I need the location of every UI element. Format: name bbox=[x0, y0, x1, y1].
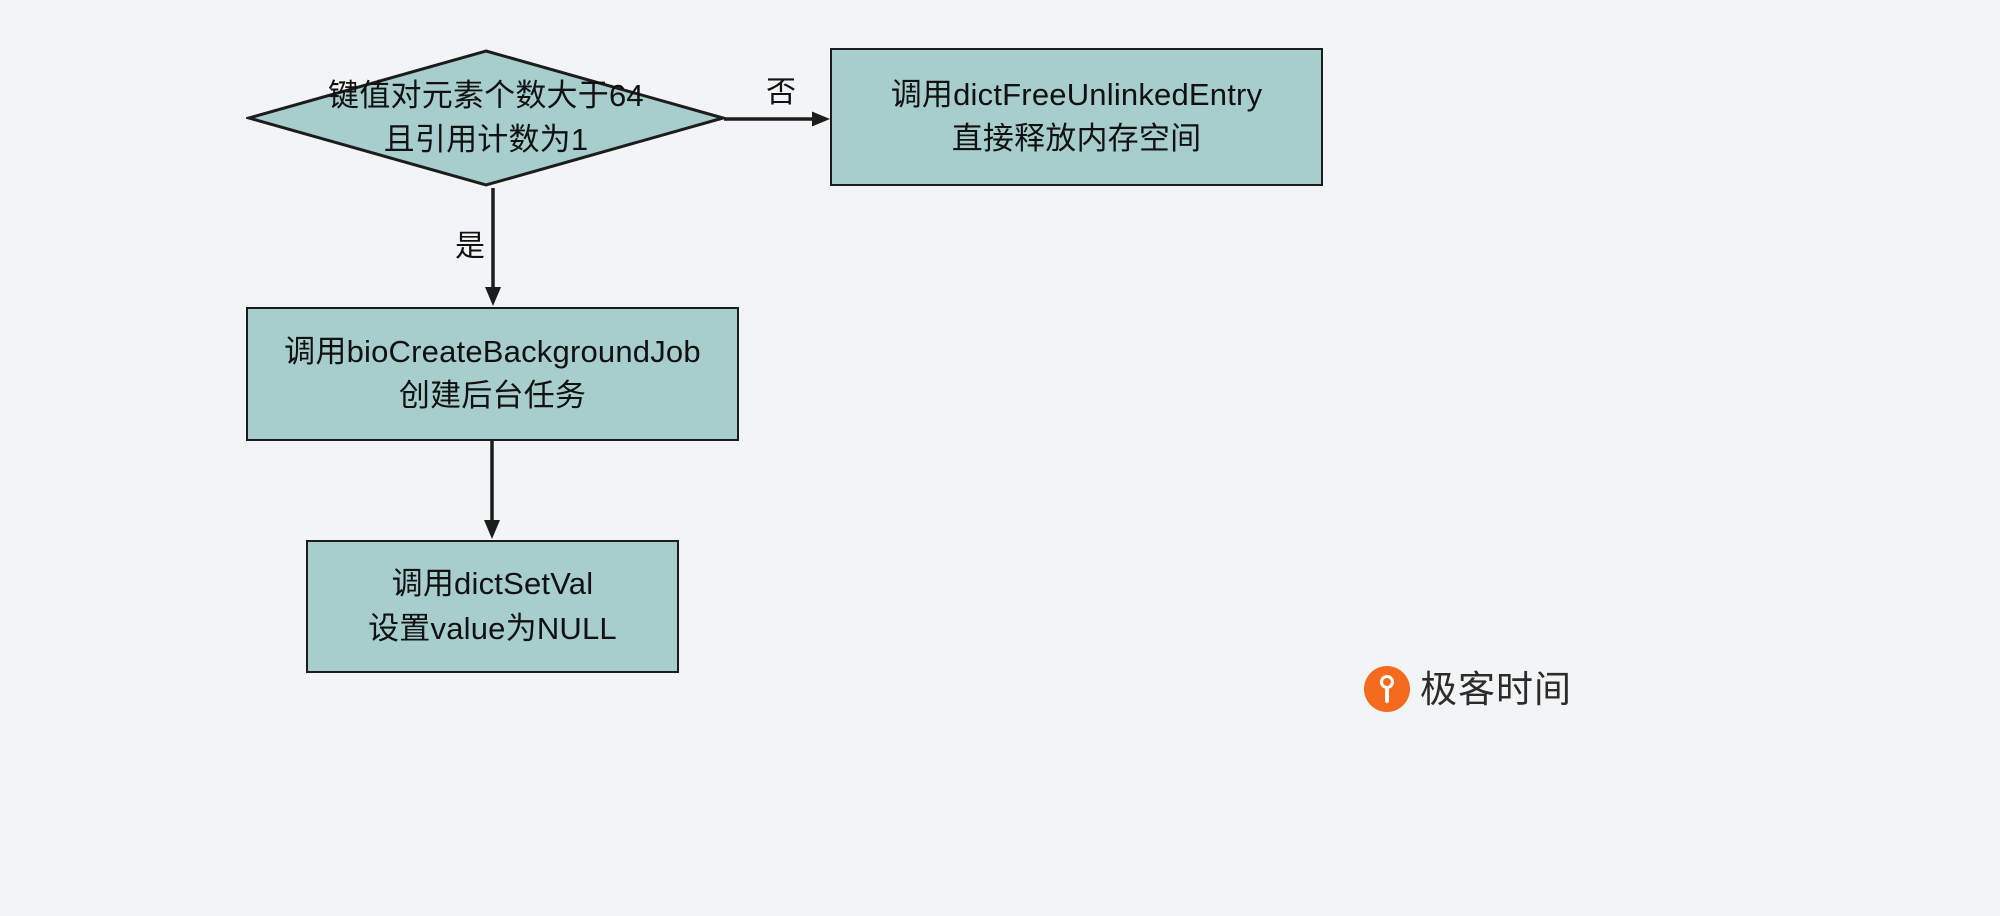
process-node-free-unlinked-entry[interactable]: 调用dictFreeUnlinkedEntry 直接释放内存空间 bbox=[830, 48, 1323, 186]
edge-job-to-setval-arrow bbox=[484, 441, 500, 539]
process-node-dict-set-val-text: 调用dictSetVal 设置value为NULL bbox=[308, 542, 677, 671]
free-entry-line-2: 直接释放内存空间 bbox=[951, 121, 1202, 156]
bg-job-line-2: 创建后台任务 bbox=[398, 378, 587, 413]
set-val-line-2: 设置value为NULL bbox=[368, 610, 617, 646]
process-node-create-background-job[interactable]: 调用bioCreateBackgroundJob 创建后台任务 bbox=[246, 307, 739, 441]
watermark-geektime: 极客时间 bbox=[1364, 666, 1572, 712]
edge-label-no: 否 bbox=[766, 76, 796, 109]
edge-label-yes: 是 bbox=[455, 230, 485, 263]
geektime-logo-icon bbox=[1364, 666, 1410, 712]
edge-yes-branch-arrow bbox=[485, 188, 501, 306]
decision-node-keyvalue-condition[interactable]: 键值对元素个数大于64 且引用计数为1 bbox=[246, 48, 726, 188]
edge-no-branch-arrow bbox=[724, 111, 830, 127]
process-node-dict-set-val[interactable]: 调用dictSetVal 设置value为NULL bbox=[306, 540, 679, 673]
decision-diamond-shape bbox=[246, 49, 726, 187]
edge-yes-branch bbox=[478, 188, 508, 308]
watermark-text: 极客时间 bbox=[1420, 668, 1572, 710]
process-node-create-background-job-text: 调用bioCreateBackgroundJob 创建后台任务 bbox=[248, 309, 737, 439]
set-val-line-1: 调用dictSetVal bbox=[391, 566, 594, 602]
free-entry-line-1: 调用dictFreeUnlinkedEntry bbox=[890, 76, 1263, 112]
bg-job-line-1: 调用bioCreateBackgroundJob bbox=[284, 333, 701, 369]
process-node-free-unlinked-entry-text: 调用dictFreeUnlinkedEntry 直接释放内存空间 bbox=[832, 50, 1321, 184]
edge-job-to-setval bbox=[477, 441, 507, 541]
edge-no-branch bbox=[724, 104, 834, 134]
